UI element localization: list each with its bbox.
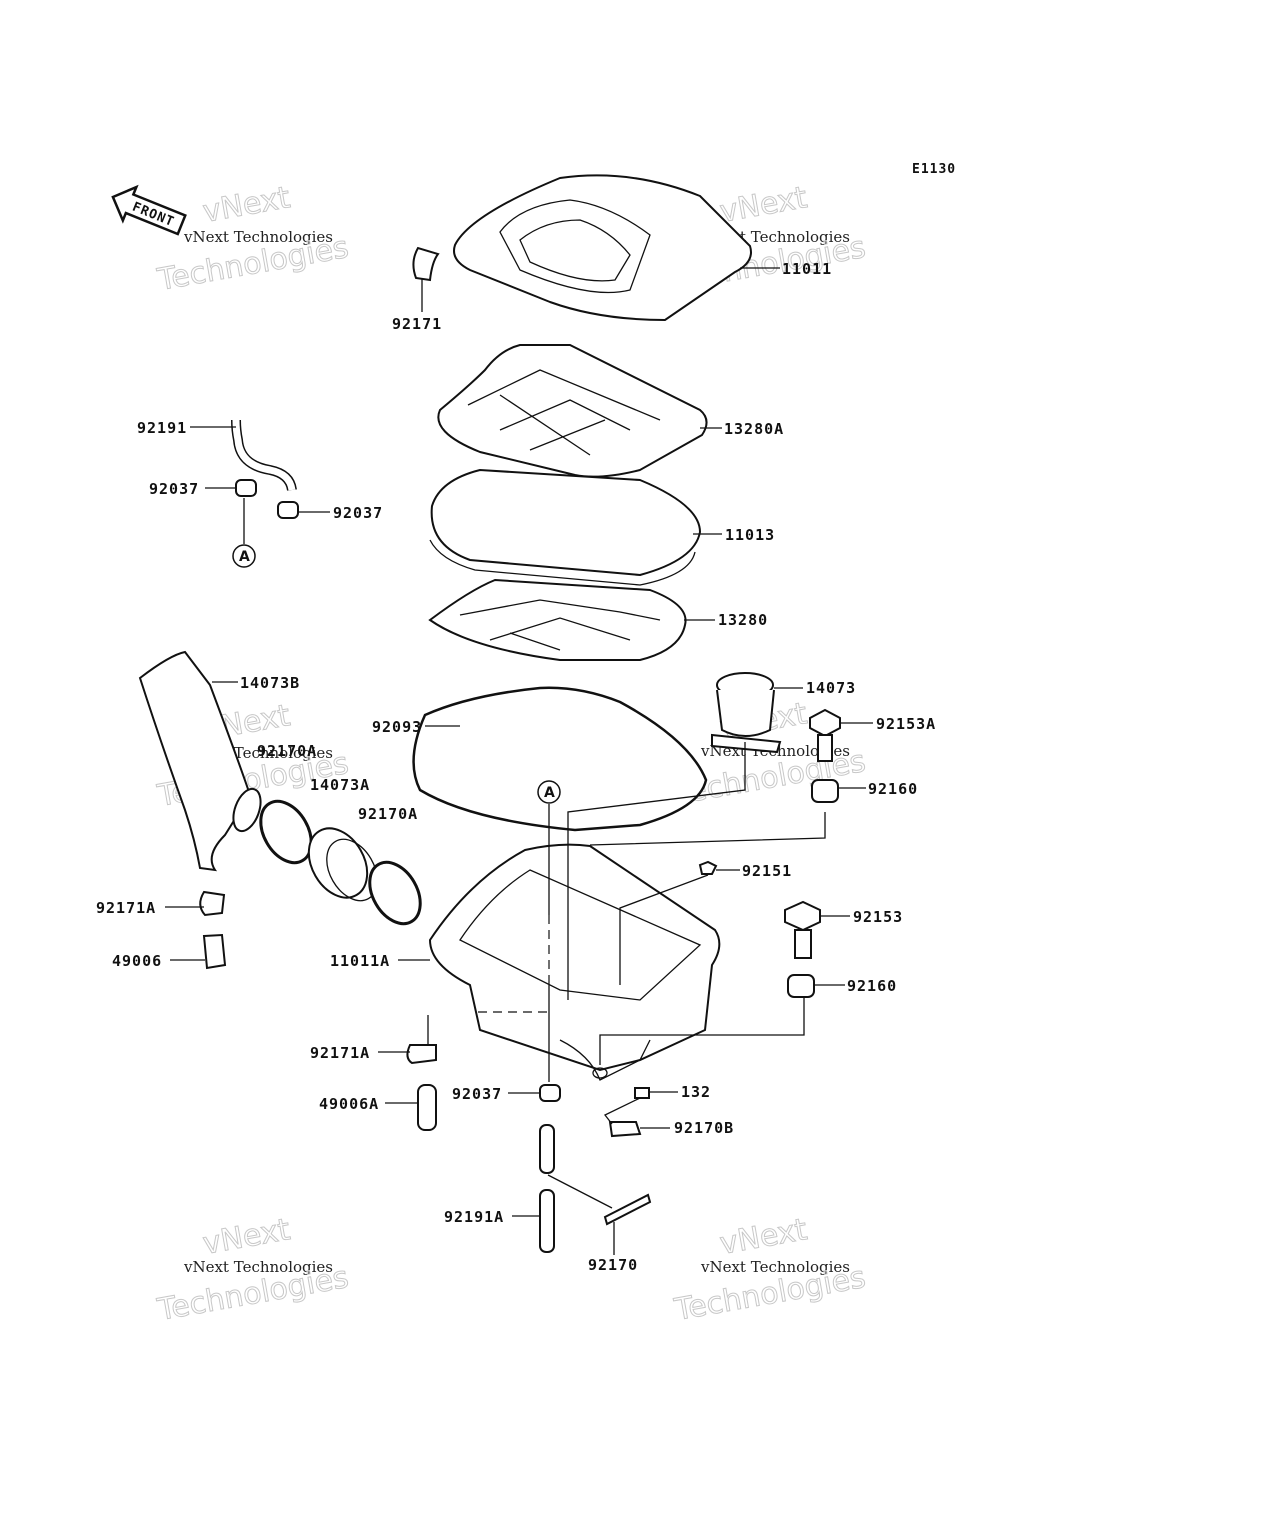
callout-92153: 92153 xyxy=(853,908,903,926)
clip-92171A-lower xyxy=(406,1044,437,1065)
callout-11011: 11011 xyxy=(782,260,832,278)
watermark-bottom-right: vNext vNext Technologies Technologies xyxy=(671,1212,869,1329)
intake-duct xyxy=(138,650,262,872)
callout-92151: 92151 xyxy=(742,862,792,880)
front-arrow-icon: FRONT xyxy=(111,184,187,236)
svg-text:vNext Technologies: vNext Technologies xyxy=(183,228,333,246)
callout-49006A: 49006A xyxy=(319,1095,379,1113)
watermark-bottom-left: vNext vNext Technologies Technologies xyxy=(154,1212,352,1329)
svg-text:vNext Technologies: vNext Technologies xyxy=(700,1258,850,1276)
drain-49006 xyxy=(202,933,227,970)
screw-132 xyxy=(634,1087,650,1099)
hose-92191A xyxy=(539,1124,555,1253)
clip-92170B xyxy=(608,1121,642,1138)
watermark-top-left: vNext vNext Technologies Technologies xyxy=(154,180,352,299)
ref-marker-a-left: A xyxy=(232,544,256,568)
clip-92171A-upper xyxy=(199,890,226,917)
svg-text:vNext Technologies: vNext Technologies xyxy=(183,1258,333,1276)
screw-92151 xyxy=(698,860,718,875)
callout-11011A: 11011A xyxy=(330,952,390,970)
clamp-92170A-left xyxy=(259,799,313,865)
clamp-92170A-right xyxy=(368,860,422,926)
svg-text:A: A xyxy=(239,549,250,565)
callout-92037-bottom: 92037 xyxy=(452,1085,502,1103)
svg-text:A: A xyxy=(544,785,555,801)
svg-text:vNext: vNext xyxy=(200,1212,293,1262)
clamp-92037-bottom xyxy=(539,1084,561,1102)
svg-text:vNext: vNext xyxy=(717,180,810,230)
svg-text:vNext: vNext xyxy=(200,180,293,230)
bolt-92153 xyxy=(784,900,821,959)
clip-92171 xyxy=(412,246,440,282)
callout-92037-right: 92037 xyxy=(333,504,383,522)
callout-92170A-left: 92170A xyxy=(257,742,317,760)
air-filter-cover xyxy=(453,174,752,322)
filter-element xyxy=(429,468,702,586)
callout-13280A: 13280A xyxy=(724,420,784,438)
callout-14073B: 14073B xyxy=(240,674,300,692)
air-filter-housing xyxy=(428,843,721,1081)
filter-frame-lower xyxy=(428,578,687,661)
clamp-92037-right xyxy=(277,501,299,519)
callout-92170B: 92170B xyxy=(674,1119,734,1137)
callout-92170A-right: 92170A xyxy=(358,805,418,823)
diagram-code: E1130 xyxy=(912,162,956,177)
callout-92153A: 92153A xyxy=(876,715,936,733)
callout-132: 132 xyxy=(681,1083,711,1101)
callout-92160-upper: 92160 xyxy=(868,780,918,798)
band-92170 xyxy=(603,1193,652,1226)
callout-14073: 14073 xyxy=(806,679,856,697)
callout-92191: 92191 xyxy=(137,419,187,437)
hose-92191 xyxy=(231,419,297,491)
clamp-92037-left xyxy=(235,479,257,497)
grommet-92160-lower xyxy=(787,974,815,998)
filter-frame-upper xyxy=(437,344,708,478)
callout-92171A-upper: 92171A xyxy=(96,899,156,917)
callout-49006: 49006 xyxy=(112,952,162,970)
drain-49006A xyxy=(417,1084,437,1131)
callout-92160-lower: 92160 xyxy=(847,977,897,995)
gasket xyxy=(412,686,708,832)
intake-boot xyxy=(711,672,782,754)
svg-text:vNext: vNext xyxy=(717,1212,810,1262)
ref-marker-a-center: A xyxy=(537,780,561,804)
callout-11013: 11013 xyxy=(725,526,775,544)
callout-92093: 92093 xyxy=(372,718,422,736)
callout-92170: 92170 xyxy=(588,1256,638,1274)
duct-14073A xyxy=(307,827,378,902)
callout-92037-left: 92037 xyxy=(149,480,199,498)
callout-92171: 92171 xyxy=(392,315,442,333)
grommet-92160-upper xyxy=(811,779,839,803)
callout-92171A-lower: 92171A xyxy=(310,1044,370,1062)
callout-14073A: 14073A xyxy=(310,776,370,794)
callout-92191A: 92191A xyxy=(444,1208,504,1226)
bolt-92153A xyxy=(809,708,841,762)
callout-13280: 13280 xyxy=(718,611,768,629)
